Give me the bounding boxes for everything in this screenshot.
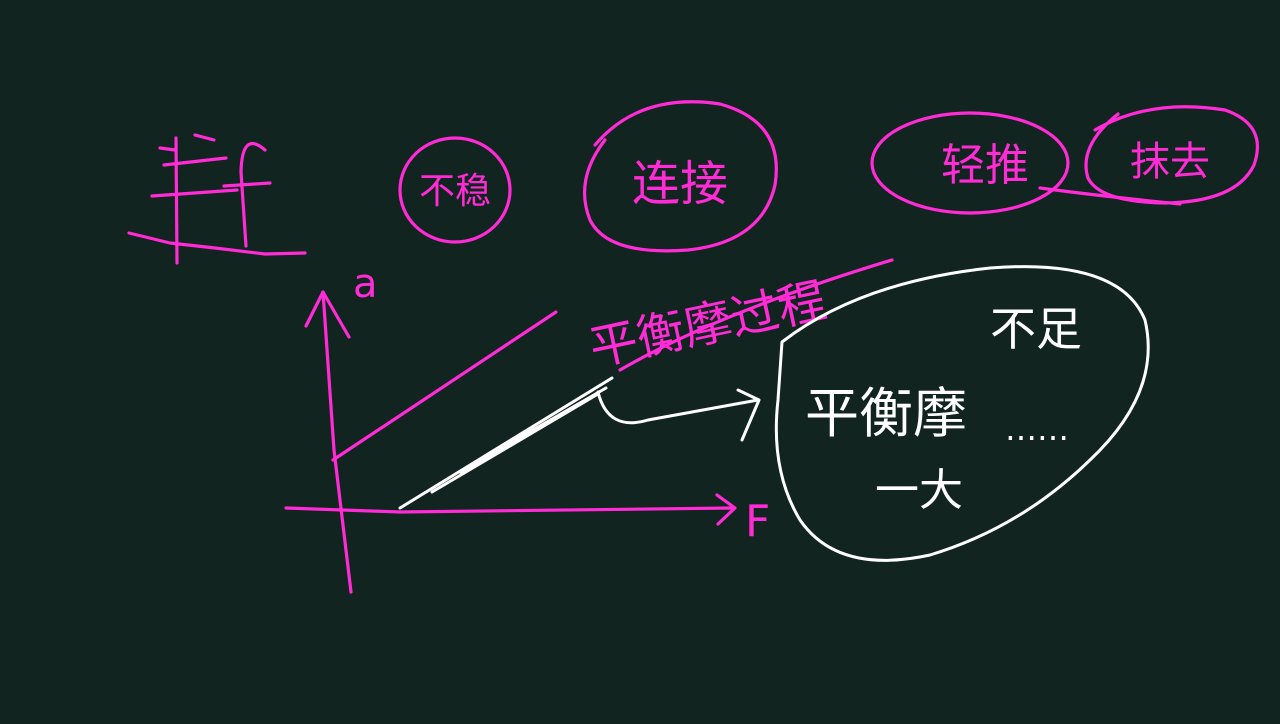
upper-line — [331, 310, 558, 462]
bubble-line-2: 不足 — [990, 302, 1082, 356]
note-bubble — [774, 265, 1150, 562]
y-axis-label: a — [353, 261, 378, 307]
bubble-line-1: 平衡摩 — [805, 382, 967, 445]
circle-2 — [583, 100, 778, 253]
pointer-arrow — [596, 388, 761, 442]
process-label: 平衡摩过程 — [585, 273, 831, 378]
x-axis-label: F — [745, 496, 770, 547]
circle-1 — [398, 136, 512, 244]
circled-word-4: 抹去 — [1130, 139, 1210, 185]
title-strokes — [127, 133, 307, 265]
x-axis-arrow — [715, 493, 737, 526]
circled-word-2: 连接 — [632, 156, 728, 212]
process-underline — [618, 258, 894, 372]
circled-word-3: 轻推 — [941, 140, 1029, 191]
x-axis — [284, 506, 735, 514]
connector-stroke — [1038, 186, 1182, 206]
bubble-line-4: …… — [1005, 410, 1069, 448]
y-axis — [321, 290, 353, 594]
y-axis-arrow — [304, 290, 351, 339]
bubble-line-3: 一大 — [875, 465, 963, 516]
axes — [284, 290, 737, 594]
circle-3 — [870, 111, 1070, 215]
circle-4 — [1084, 105, 1260, 205]
lower-line — [398, 376, 614, 510]
circled-word-1: 不稳 — [419, 171, 491, 212]
